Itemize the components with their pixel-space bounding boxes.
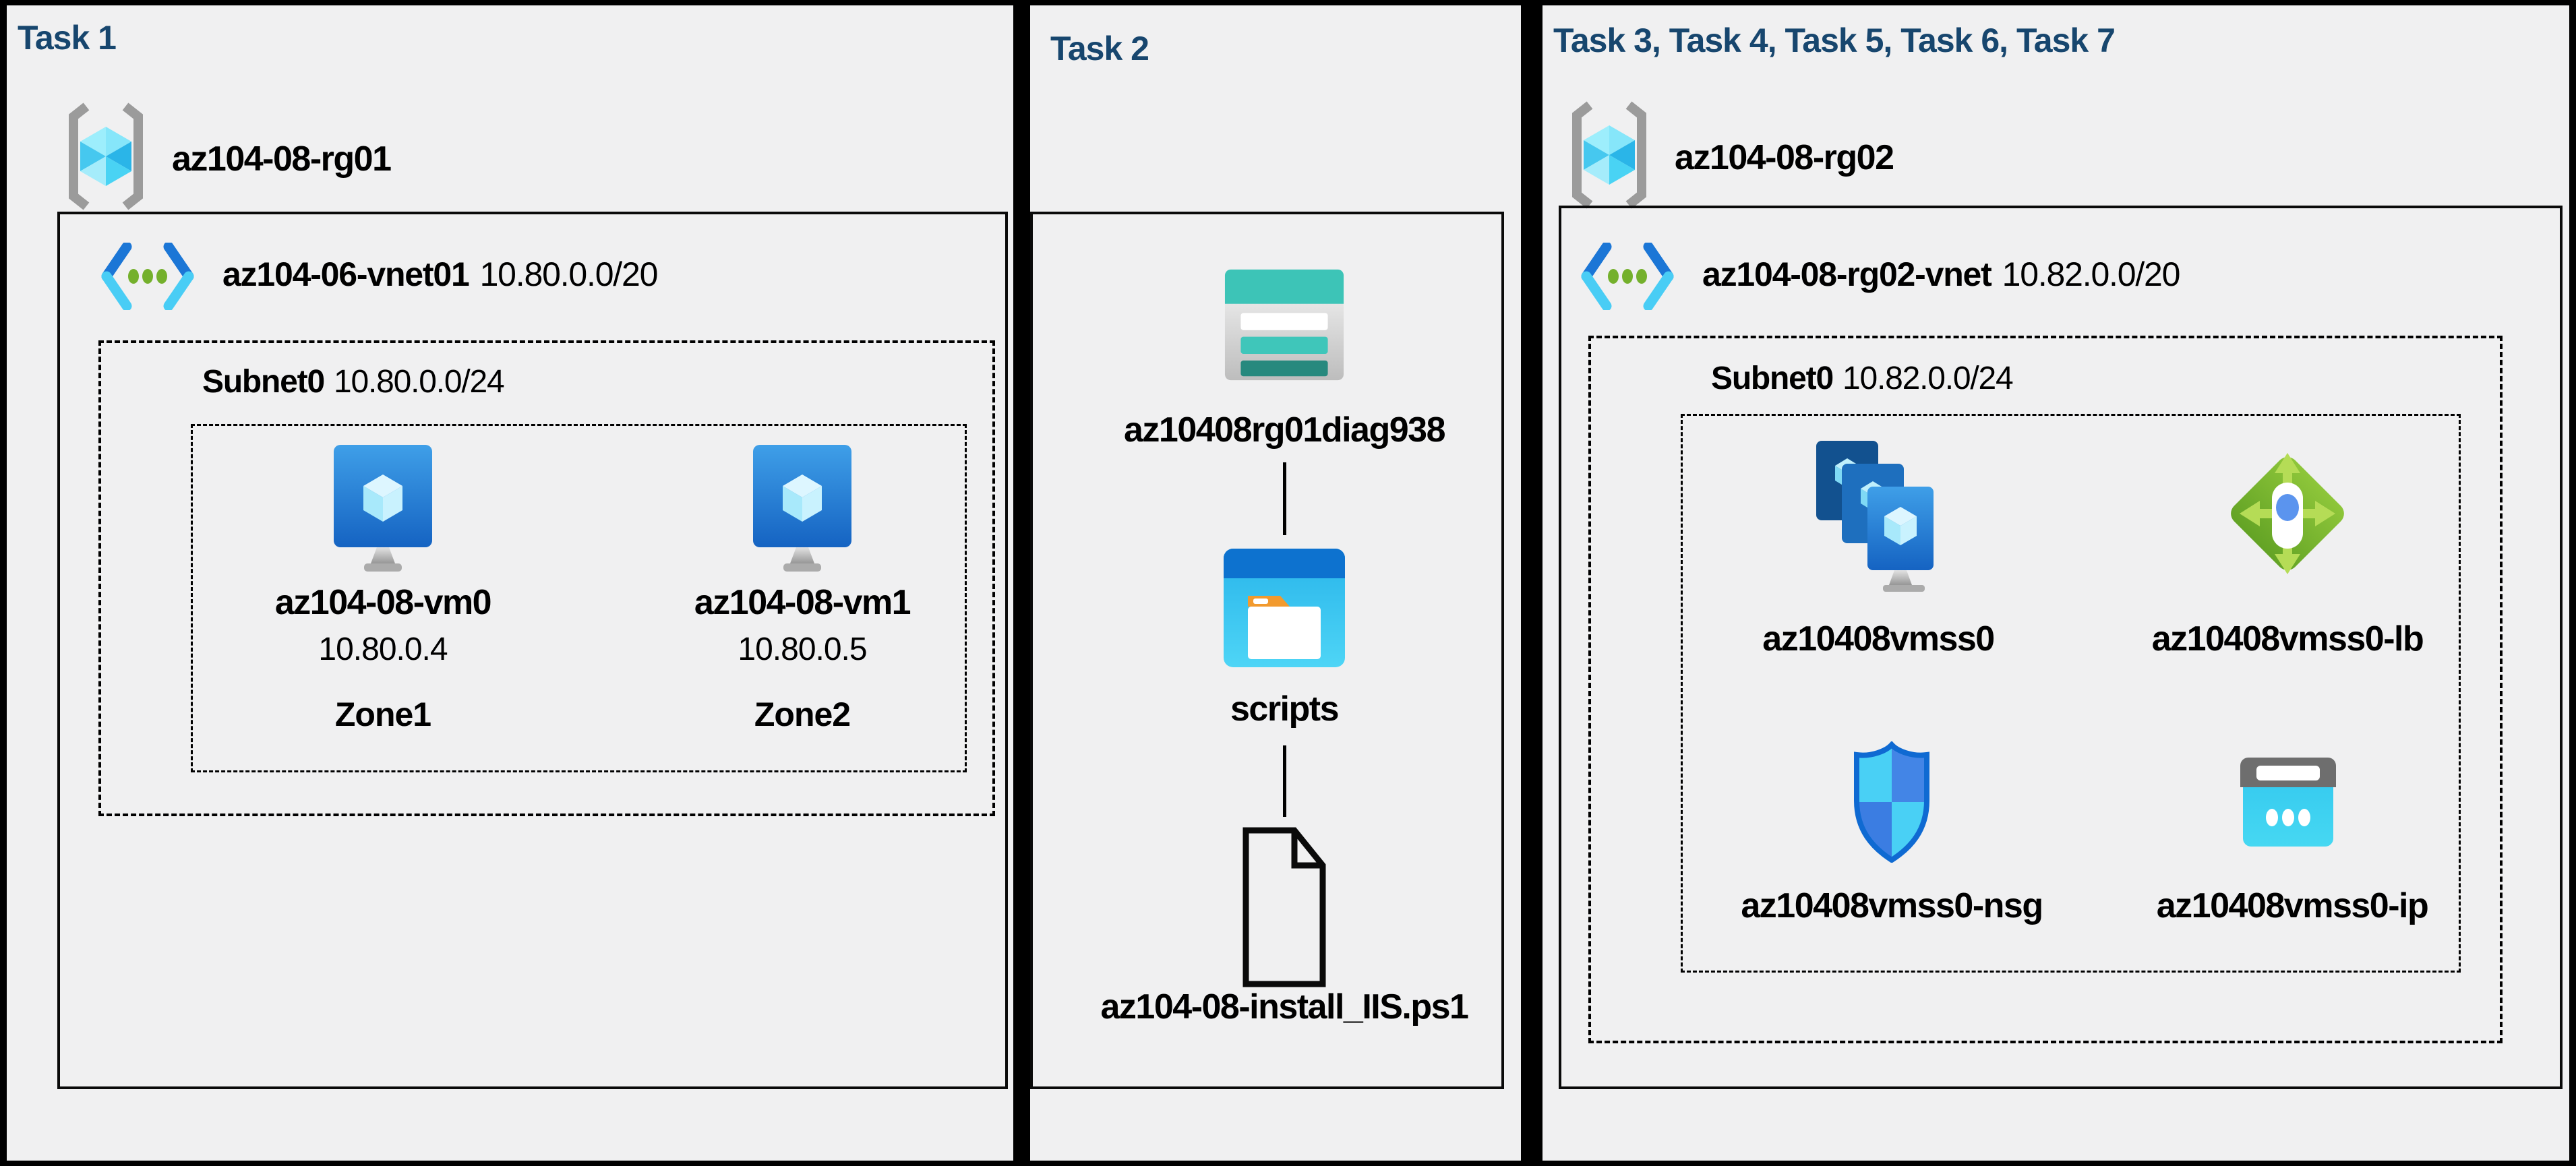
vnet-box — [57, 212, 1008, 1089]
vnet-cidr: 10.80.0.0/20 — [479, 255, 659, 293]
panel-title: Task 3, Task 4, Task 5, Task 6, Task 7 — [1553, 22, 2116, 59]
subnet-box — [98, 340, 995, 816]
vm-ip: 10.80.0.4 — [318, 632, 448, 667]
panel-task2: Task 2 az10408rg01diag938 scripts az10 — [1030, 5, 1521, 1161]
load-balancer-name: az10408vmss0-lb — [2151, 619, 2424, 658]
storage-account-icon — [1224, 269, 1344, 381]
storage-account-name: az10408rg01diag938 — [1123, 410, 1446, 450]
virtual-machine-icon — [753, 445, 851, 572]
vm-name: az104-08-vm1 — [694, 583, 911, 622]
vm-scale-set-icon — [1816, 441, 1934, 592]
resource-group-name: az104-08-rg02 — [1675, 138, 1894, 177]
vm-ip: 10.80.0.5 — [738, 632, 867, 667]
subnet-cidr: 10.80.0.0/24 — [333, 364, 505, 400]
panel-title: Task 1 — [18, 19, 117, 57]
subnet-name: Subnet0 — [202, 364, 325, 400]
vnet-cidr: 10.82.0.0/20 — [2002, 255, 2181, 293]
vmss-resources-box — [1681, 414, 2461, 973]
subnet-name: Subnet0 — [1711, 361, 1834, 396]
virtual-network-icon — [1581, 243, 1674, 310]
subnet-box — [1588, 336, 2503, 1043]
resource-group-icon — [69, 102, 143, 210]
network-security-group-icon — [1854, 741, 1929, 863]
connector-line — [1283, 462, 1286, 535]
panel-task3-7: Task 3, Task 4, Task 5, Task 6, Task 7 a… — [1542, 5, 2569, 1161]
panel-title: Task 2 — [1050, 30, 1149, 67]
vmss-name: az10408vmss0 — [1762, 619, 1995, 658]
file-name: az104-08-install_IIS.ps1 — [1100, 987, 1469, 1026]
vm-name: az104-08-vm0 — [274, 583, 492, 622]
load-balancer-icon — [2231, 453, 2344, 574]
vm-zone: Zone1 — [334, 696, 431, 733]
vm-zone-box — [191, 424, 967, 772]
vnet-name: az104-06-vnet01 — [222, 255, 470, 293]
public-ip-name: az10408vmss0-ip — [2156, 886, 2429, 925]
nsg-name: az10408vmss0-nsg — [1741, 886, 2043, 925]
resource-group-icon — [1572, 101, 1646, 209]
container-name: scripts — [1230, 689, 1340, 729]
storage-box — [1030, 212, 1504, 1089]
virtual-network-icon — [101, 243, 194, 310]
vm-zone: Zone2 — [754, 696, 851, 733]
vnet-box — [1559, 206, 2563, 1089]
public-ip-icon — [2240, 758, 2336, 847]
file-icon — [1242, 827, 1326, 987]
resource-group-name: az104-08-rg01 — [172, 140, 392, 179]
blob-container-icon — [1224, 549, 1345, 667]
connector-line — [1283, 745, 1286, 817]
vnet-label: az104-08-rg02-vnet 10.82.0.0/20 — [1702, 254, 2180, 295]
subnet-cidr: 10.82.0.0/24 — [1842, 361, 2014, 396]
vnet-name: az104-08-rg02-vnet — [1702, 255, 1992, 293]
virtual-machine-icon — [334, 445, 432, 572]
